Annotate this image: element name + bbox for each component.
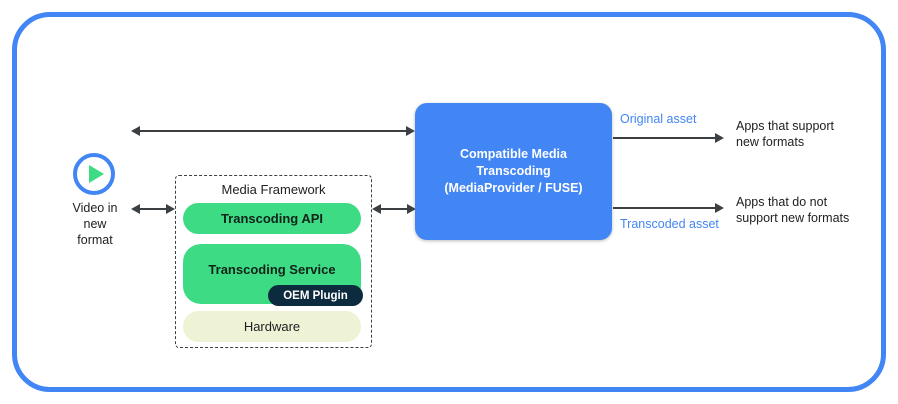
play-circle-ring (73, 153, 115, 195)
original-asset-label: Original asset (620, 112, 697, 126)
oem-plugin-badge: OEM Plugin (268, 285, 363, 306)
arrow-left-line (140, 208, 166, 210)
arrow-original-asset-head (715, 133, 724, 143)
compatible-media-transcoding-box: Compatible Media Transcoding (MediaProvi… (415, 103, 612, 240)
hardware-box: Hardware (183, 311, 361, 342)
transcoding-api-box: Transcoding API (183, 203, 361, 234)
transcoded-asset-label: Transcoded asset (620, 217, 719, 231)
arrow-middle-head-right (407, 204, 416, 214)
media-framework-group (175, 175, 372, 348)
arrow-left-head-right (166, 204, 175, 214)
outer-frame-border (12, 12, 886, 392)
arrow-original-asset-line (613, 137, 715, 139)
apps-no-support-caption: Apps that do not support new formats (736, 195, 850, 225)
arrow-middle-line (381, 208, 407, 210)
arrow-middle-head-left (372, 204, 381, 214)
play-triangle-icon (89, 165, 104, 183)
arrow-transcoded-asset-line (613, 207, 715, 209)
media-framework-title: Media Framework (221, 182, 326, 197)
arrow-top-line (140, 130, 406, 132)
arrow-left-head-left (131, 204, 140, 214)
arrow-top-head-right (406, 126, 415, 136)
video-source-label: Video in new format (72, 201, 118, 247)
apps-support-caption: Apps that support new formats (736, 119, 834, 149)
play-circle-icon (73, 153, 115, 195)
arrow-top-head-left (131, 126, 140, 136)
arrow-transcoded-asset-head (715, 203, 724, 213)
